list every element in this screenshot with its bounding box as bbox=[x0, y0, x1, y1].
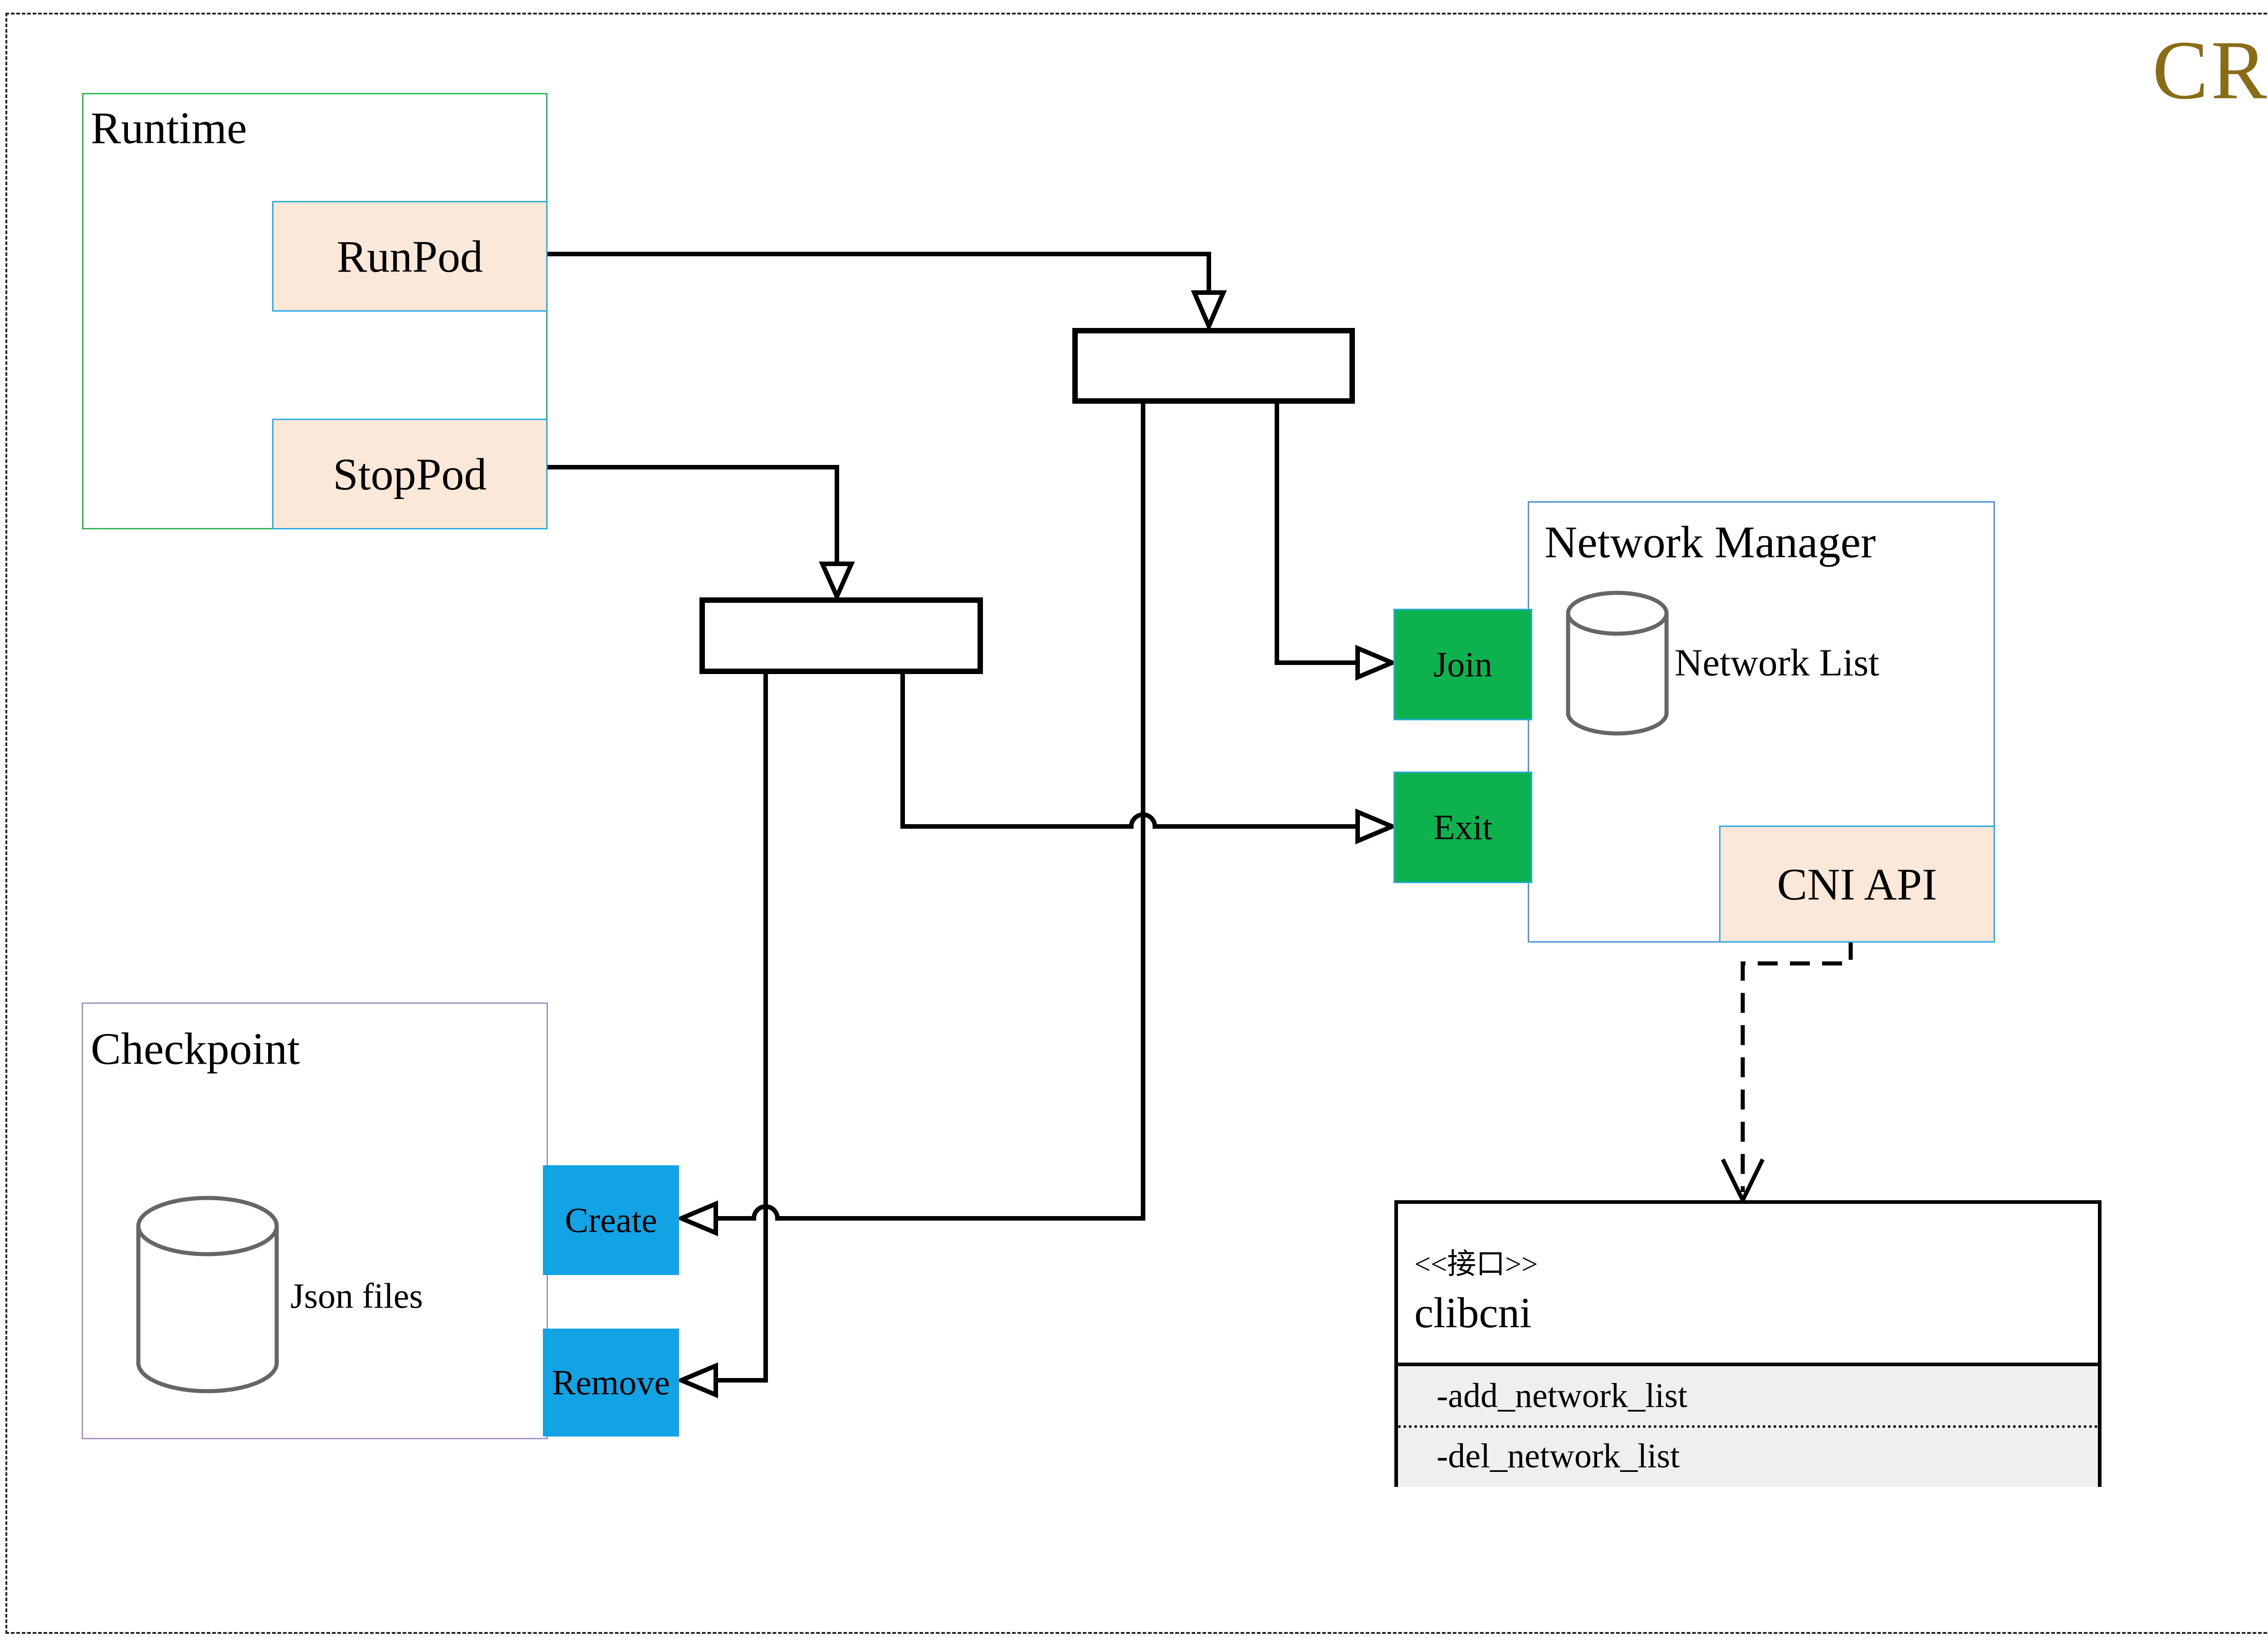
page-dashed-border bbox=[5, 13, 2268, 1634]
create-connector bbox=[716, 393, 1145, 1221]
join-box: Join bbox=[1393, 609, 1532, 720]
json-files-cylinder-icon bbox=[136, 1226, 279, 1393]
exit-label: Exit bbox=[1433, 807, 1492, 847]
join-connector bbox=[1275, 393, 1358, 665]
create-box: Create bbox=[543, 1165, 679, 1275]
arrow-down-icon bbox=[819, 562, 855, 602]
interface-name: clibcni bbox=[1414, 1289, 1532, 1337]
checkpoint-label: Checkpoint bbox=[91, 1023, 300, 1074]
cni-dependency-connector bbox=[1740, 940, 1853, 1192]
exit-connector bbox=[900, 663, 1358, 829]
stoppod-label: StopPod bbox=[332, 449, 487, 499]
arrow-right-icon bbox=[1355, 645, 1398, 681]
create-label: Create bbox=[565, 1200, 657, 1240]
join-label: Join bbox=[1433, 645, 1493, 684]
network-manager-label: Network Manager bbox=[1545, 517, 1876, 567]
exit-box: Exit bbox=[1393, 772, 1532, 883]
network-list-cylinder-top-icon bbox=[1566, 591, 1669, 636]
cni-api-box: CNI API bbox=[1719, 826, 1995, 943]
runpod-box: RunPod bbox=[272, 201, 547, 312]
stoppod-connector bbox=[545, 465, 839, 564]
json-files-cylinder-top-icon bbox=[136, 1196, 279, 1256]
cni-api-label: CNI API bbox=[1777, 859, 1937, 909]
method-add-network-list: -add_network_list bbox=[1437, 1376, 1688, 1415]
clibcni-methods-section: -add_network_list -del_network_list bbox=[1398, 1363, 2098, 1487]
network-list-label: Network List bbox=[1675, 641, 1879, 684]
runtime-label: Runtime bbox=[91, 103, 247, 153]
runpod-connector bbox=[545, 252, 1211, 293]
arrow-left-icon bbox=[675, 1362, 718, 1398]
flow-bar-top bbox=[1072, 328, 1355, 404]
arrow-right-icon bbox=[1355, 808, 1398, 845]
arrow-down-icon bbox=[1191, 290, 1227, 332]
remove-connector bbox=[716, 663, 768, 1383]
runpod-label: RunPod bbox=[337, 231, 483, 282]
interface-stereotype: <<接口>> bbox=[1414, 1248, 1538, 1280]
clibcni-interface-box: <<接口>> clibcni -add_network_list -del_ne… bbox=[1394, 1200, 2102, 1487]
json-files-label: Json files bbox=[290, 1276, 423, 1315]
remove-label: Remove bbox=[552, 1363, 670, 1402]
flow-bar-middle bbox=[699, 597, 983, 674]
stoppod-box: StopPod bbox=[272, 419, 547, 529]
diagram-title: CRI bbox=[2152, 24, 2268, 117]
method-del-network-list: -del_network_list bbox=[1398, 1425, 2098, 1484]
clibcni-header: <<接口>> clibcni bbox=[1398, 1204, 2098, 1363]
remove-box: Remove bbox=[543, 1329, 679, 1437]
network-list-cylinder-icon bbox=[1566, 613, 1669, 736]
arrow-left-icon bbox=[675, 1200, 718, 1236]
